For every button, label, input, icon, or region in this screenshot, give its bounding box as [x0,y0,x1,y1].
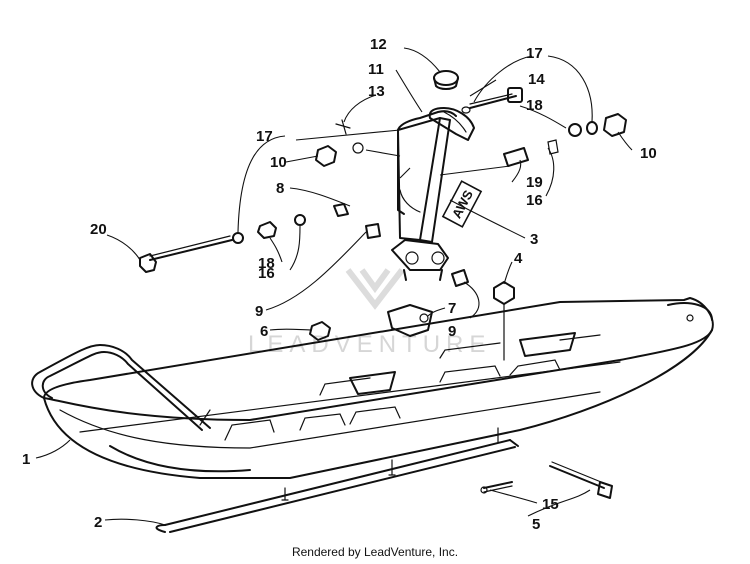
long-bolt-assembly [139,203,469,287]
callout-16b: 16 [526,192,543,209]
callout-labels: 1 2 3 4 5 6 7 8 9 9 10 10 11 12 13 14 15… [22,36,657,533]
callout-14: 14 [528,71,545,88]
callout-18b: 18 [526,97,543,114]
lower-bolt-assembly [480,461,613,499]
callout-6: 6 [260,323,268,340]
callout-3: 3 [530,231,538,248]
callout-17b: 17 [526,45,543,62]
callout-19: 19 [526,174,543,191]
aws-decal: AWS [441,180,483,228]
callout-13: 13 [368,83,385,100]
callout-18a: 18 [258,255,275,272]
callout-8: 8 [276,180,284,197]
callout-17a: 17 [256,128,273,145]
callout-20: 20 [90,221,107,238]
callout-2: 2 [94,514,102,531]
callout-10b: 10 [640,145,657,162]
nut-and-stud [309,281,515,361]
callout-15: 15 [542,496,559,513]
upper-bolt-assembly [315,87,627,167]
watermark-text: LEADVENTURE [248,331,491,358]
decal-text: AWS [449,187,476,220]
callout-11: 11 [368,61,384,78]
callout-9a: 9 [255,303,263,320]
callout-16a: 16 [258,265,275,282]
leadventure-watermark: LEADVENTURE [248,268,491,358]
cap [433,70,459,90]
callout-4: 4 [514,250,523,267]
callout-10a: 10 [270,154,287,171]
render-credit: Rendered by LeadVenture, Inc. [291,545,459,559]
callout-5: 5 [532,516,540,533]
callout-12: 12 [370,36,387,53]
leader-lines [35,47,633,526]
callout-1: 1 [22,451,30,468]
callout-9b: 9 [448,323,456,340]
bushing-plate [387,304,433,337]
spindle [391,107,475,281]
ski-body [31,297,714,533]
callout-7: 7 [448,300,456,317]
